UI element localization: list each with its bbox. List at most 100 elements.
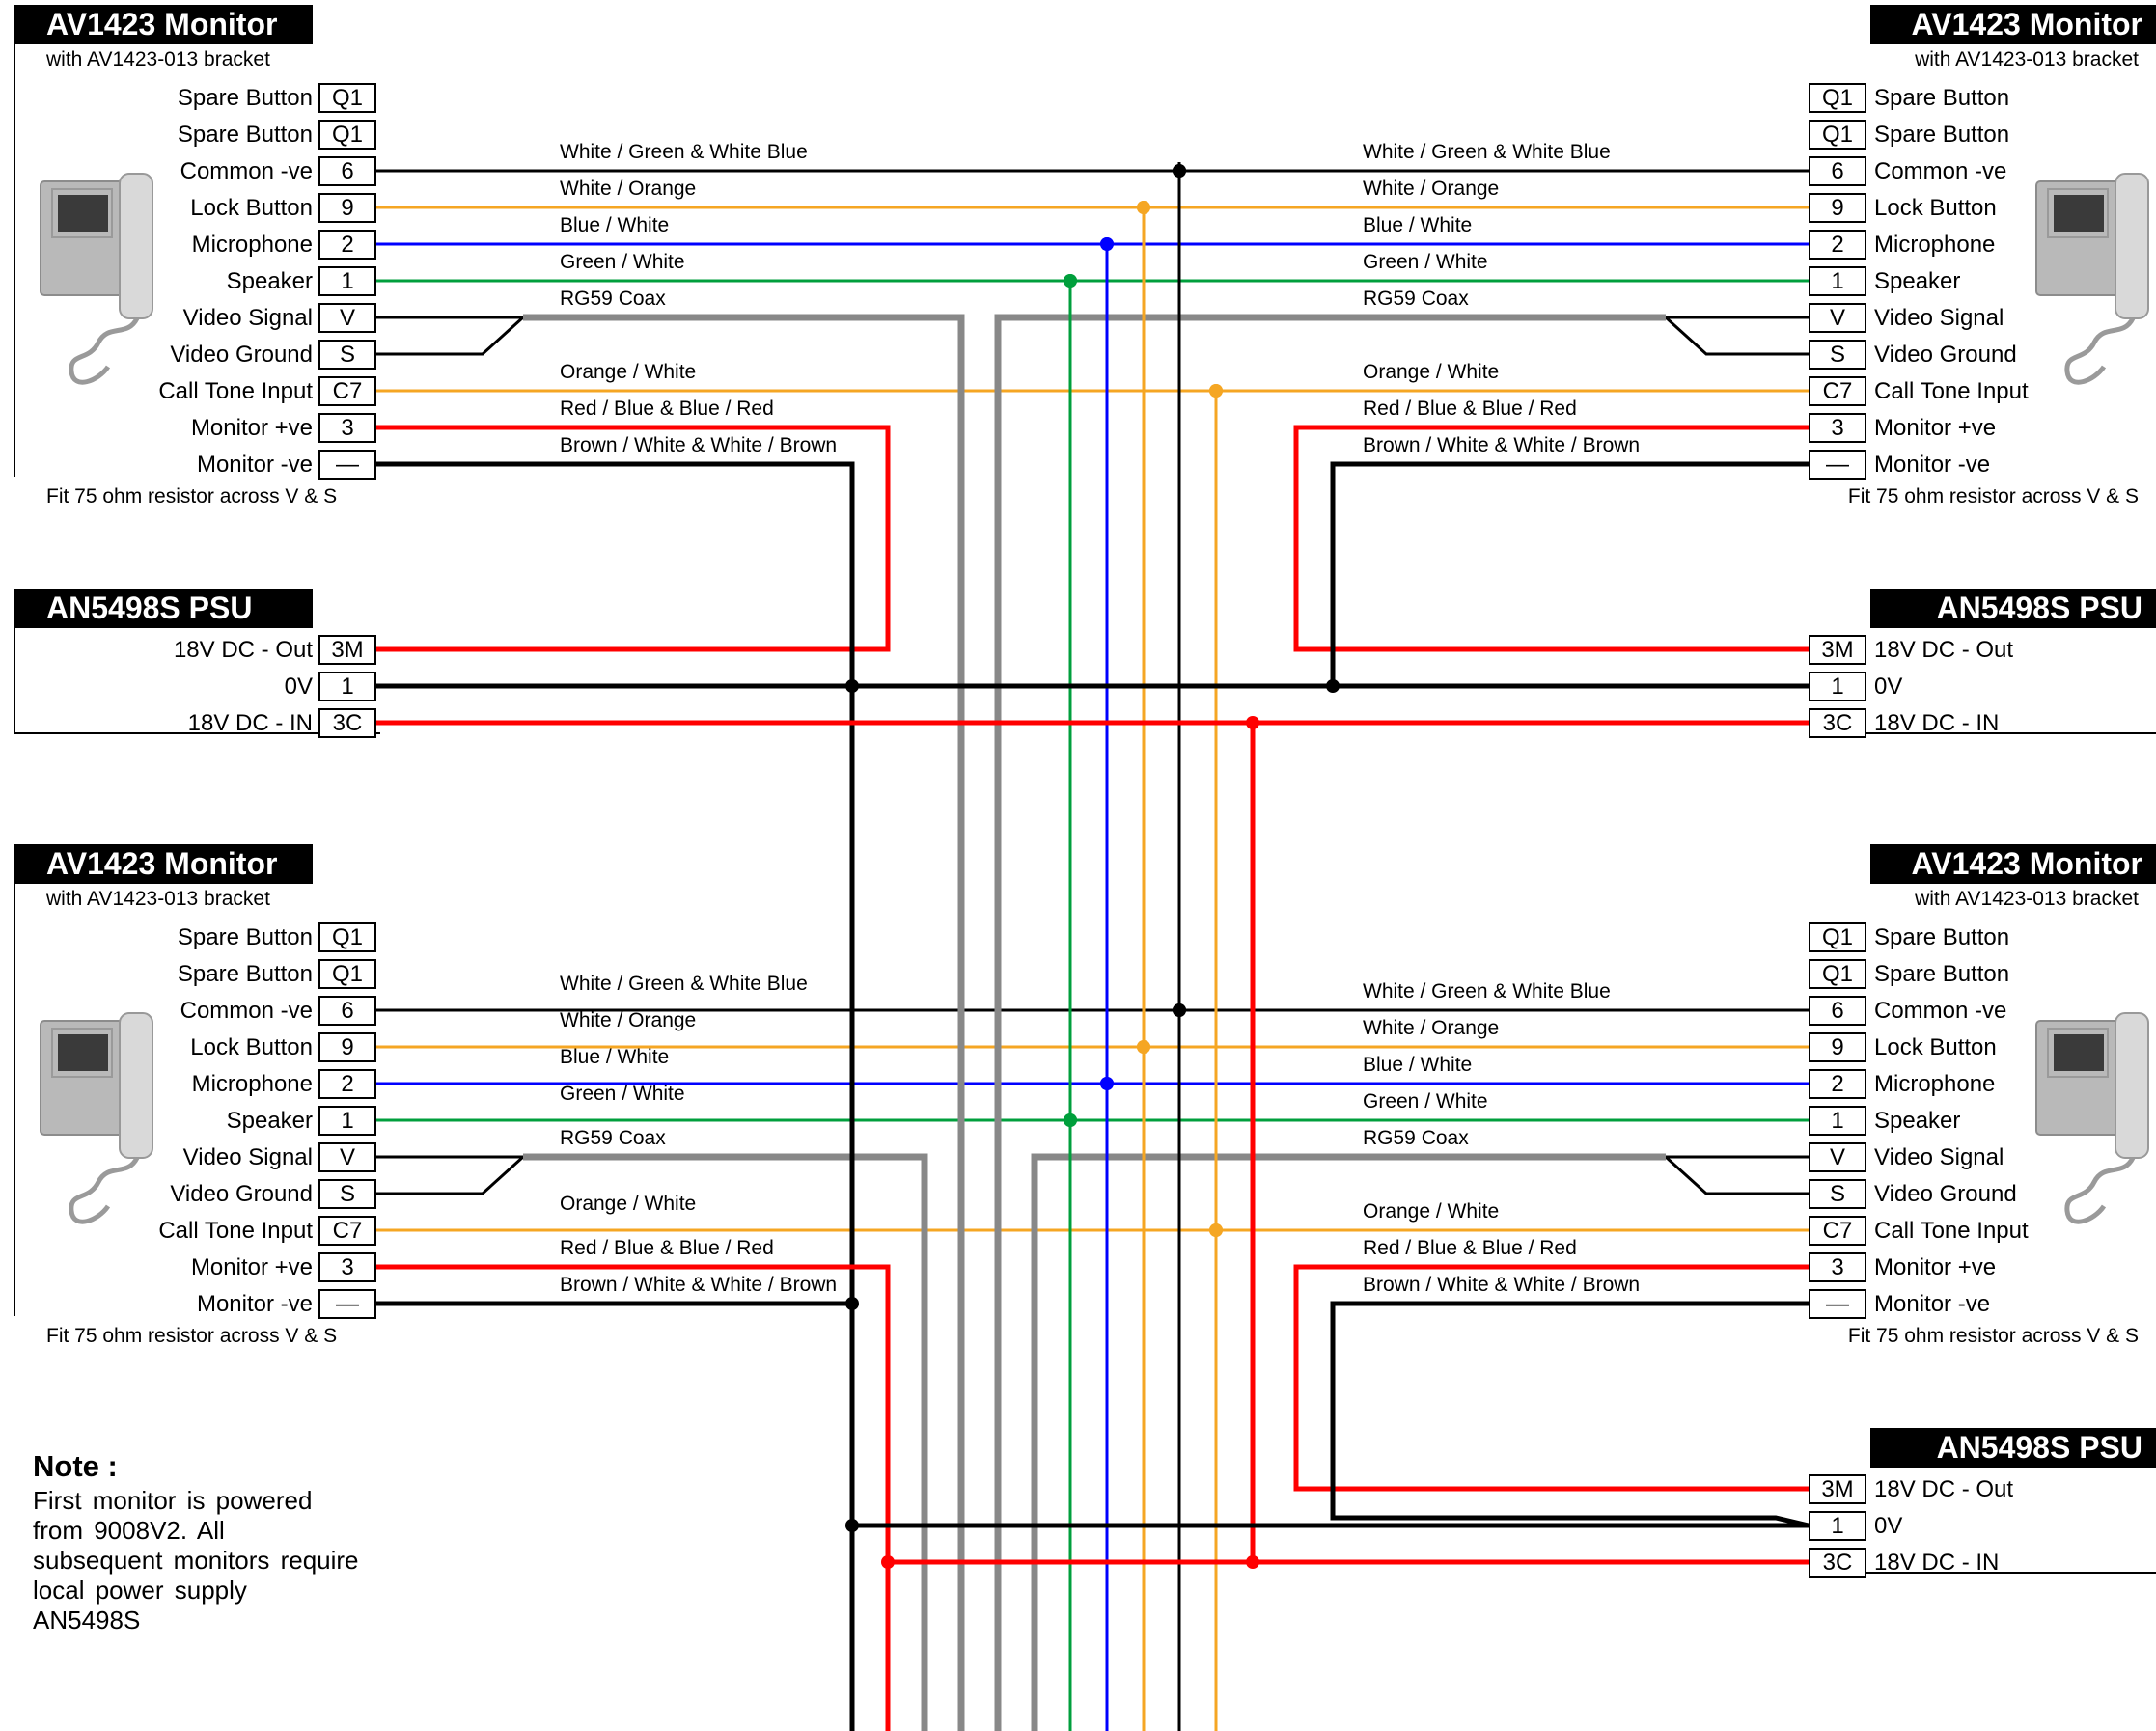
psu-bottom-right-psu-label: 0V (1874, 1513, 1903, 1539)
note-line: subsequent monitors require (33, 1546, 359, 1575)
monitor-top-right-terminal: V (1809, 303, 1866, 333)
psu-top-right-psu-label: 18V DC - Out (1874, 637, 2014, 663)
monitor-top-left-terminal-label: Lock Button (190, 195, 313, 221)
monitor-bottom-right-terminal-label: Monitor +ve (1874, 1254, 1997, 1280)
monitor-bottom-left-terminal-label: Call Tone Input (158, 1218, 313, 1244)
monitor-handset-icon (40, 173, 153, 385)
monitor-bottom-right-terminal-label: Video Ground (1874, 1181, 2017, 1207)
monitor-bottom-left-fit-note: Fit 75 ohm resistor across V & S (46, 1325, 338, 1347)
top-left-wire-label: Brown / White & White / Brown (560, 434, 838, 456)
bottom-right-wire-label: Brown / White & White / Brown (1363, 1274, 1641, 1296)
monitor-bottom-right-terminal-label: Spare Button (1874, 924, 2010, 950)
monitor-top-right-monitor-title: AV1423 Monitor (1870, 5, 2156, 44)
bottom-left-wire-label: Green / White (560, 1083, 685, 1105)
top-right-wire-label: RG59 Coax (1363, 288, 1469, 310)
bottom-left-wire-label: White / Orange (560, 1009, 697, 1031)
monitor-top-right-terminal-label: Video Ground (1874, 342, 2017, 368)
psu-bottom-right-psu-label: 18V DC - IN (1874, 1550, 2000, 1576)
monitor-bottom-right-terminal: S (1809, 1179, 1866, 1209)
monitor-top-right-terminal-label: Video Signal (1874, 305, 2004, 331)
monitor-top-left-terminal: 3 (318, 413, 376, 443)
monitor-bottom-left-terminal: S (318, 1179, 376, 1209)
top-left-wire-label: Blue / White (560, 214, 670, 236)
coax-top-right (994, 314, 1666, 1731)
psu-top-right-psu-label: 18V DC - IN (1874, 710, 2000, 736)
br-power-pos (1293, 1264, 1809, 1492)
tl-power-pos (376, 425, 891, 652)
monitor-top-right-terminal: C7 (1809, 376, 1866, 406)
monitor-bottom-right-terminal: — (1809, 1289, 1866, 1319)
monitor-bottom-right-terminal: 2 (1809, 1069, 1866, 1099)
monitor-bottom-left-terminal: 6 (318, 996, 376, 1026)
junction-dot (1173, 164, 1186, 178)
top-left-wire-label: White / Orange (560, 178, 697, 200)
top-right-wire-label: Green / White (1363, 251, 1488, 273)
monitor-bottom-right-terminal-label: Video Signal (1874, 1144, 2004, 1170)
junction-dot (1137, 201, 1150, 214)
bottom-right-wire-label: White / Orange (1363, 1017, 1500, 1039)
monitor-top-right-terminal-label: Monitor +ve (1874, 415, 1997, 441)
tr-power-pos (1293, 425, 1809, 652)
monitor-bottom-left-terminal-label: Speaker (226, 1108, 313, 1134)
coax-bottom-right (1031, 1153, 1666, 1731)
monitor-handset-icon (2035, 173, 2149, 385)
psu-top-left-psu-label: 18V DC - IN (187, 710, 313, 736)
monitor-bottom-left-terminal: 2 (318, 1069, 376, 1099)
monitor-top-right-terminal-label: Common -ve (1874, 158, 2007, 184)
junction-dot (845, 679, 859, 693)
junction-dot (1246, 716, 1259, 729)
monitor-bottom-right-terminal: 3 (1809, 1252, 1866, 1282)
monitor-top-left-terminal: 1 (318, 266, 376, 296)
psu-top-right-psu-title: AN5498S PSU (1870, 589, 2156, 628)
monitor-bottom-left-terminal: 1 (318, 1106, 376, 1136)
monitor-bottom-right-terminal-label: Monitor -ve (1874, 1291, 1991, 1317)
monitor-bottom-left-monitor-frame (14, 884, 380, 1316)
bottom-right-wire-label: White / Green & White Blue (1363, 980, 1611, 1003)
monitor-top-right-terminal: — (1809, 450, 1866, 480)
monitor-bottom-right-terminal: Q1 (1809, 959, 1866, 989)
bottom-left-wire-label: Blue / White (560, 1046, 670, 1068)
top-right-wire-label: White / Orange (1363, 178, 1500, 200)
junction-dot (1246, 1555, 1259, 1569)
monitor-handset-icon (2035, 1012, 2149, 1224)
junction-dot (1064, 274, 1077, 288)
monitor-top-right-terminal: 3 (1809, 413, 1866, 443)
monitor-top-left-terminal: — (318, 450, 376, 480)
junction-dot (1209, 1223, 1223, 1237)
bottom-right-wire-label: Blue / White (1363, 1054, 1473, 1076)
tr-power-neg (1330, 461, 1809, 686)
monitor-bottom-left-terminal: 9 (318, 1032, 376, 1062)
monitor-bottom-left-terminal-label: Microphone (191, 1071, 313, 1097)
monitor-top-left-terminal-label: Call Tone Input (158, 378, 313, 404)
monitor-bottom-left-terminal-label: Video Ground (170, 1181, 313, 1207)
psu-bottom-right-psu-title: AN5498S PSU (1870, 1428, 2156, 1468)
monitor-top-right-terminal-label: Spare Button (1874, 122, 2010, 148)
monitor-bottom-right-monitor-title: AV1423 Monitor (1870, 844, 2156, 884)
monitor-bottom-left-terminal-label: Monitor +ve (190, 1254, 313, 1280)
top-left-wire-label: RG59 Coax (560, 288, 666, 310)
psu-top-left-psu-terminal: 3M (318, 635, 376, 665)
note-body: First monitor is powered from 9008V2. Al… (33, 1486, 380, 1635)
monitor-top-left-terminal: 2 (318, 230, 376, 260)
monitor-top-right-terminal: S (1809, 340, 1866, 370)
junction-dot (881, 1555, 895, 1569)
monitor-top-left-terminal-label: Monitor +ve (190, 415, 313, 441)
monitor-bottom-right-terminal: V (1809, 1142, 1866, 1172)
note-line: local power supply (33, 1576, 247, 1605)
junction-dot (1173, 1003, 1186, 1017)
monitor-top-right-terminal-label: Monitor -ve (1874, 452, 1991, 478)
monitor-top-right-terminal-label: Lock Button (1874, 195, 1997, 221)
monitor-bottom-right-terminal-label: Common -ve (1874, 998, 2007, 1024)
monitor-bottom-right-terminal: 6 (1809, 996, 1866, 1026)
monitor-top-left-terminal: Q1 (318, 120, 376, 150)
monitor-handset-icon (40, 1012, 153, 1224)
monitor-bottom-left-terminal-label: Spare Button (177, 961, 313, 987)
junction-dot (1100, 1077, 1114, 1090)
monitor-bottom-left-terminal-label: Monitor -ve (196, 1291, 313, 1317)
monitor-top-right-terminal: 1 (1809, 266, 1866, 296)
top-right-wire-label: Red / Blue & Blue / Red (1363, 398, 1577, 420)
monitor-top-right-terminal-label: Call Tone Input (1874, 378, 2029, 404)
monitor-bottom-left-monitor-title: AV1423 Monitor (14, 844, 313, 884)
junction-dot (1137, 1040, 1150, 1054)
monitor-top-left-terminal-label: Video Ground (170, 342, 313, 368)
